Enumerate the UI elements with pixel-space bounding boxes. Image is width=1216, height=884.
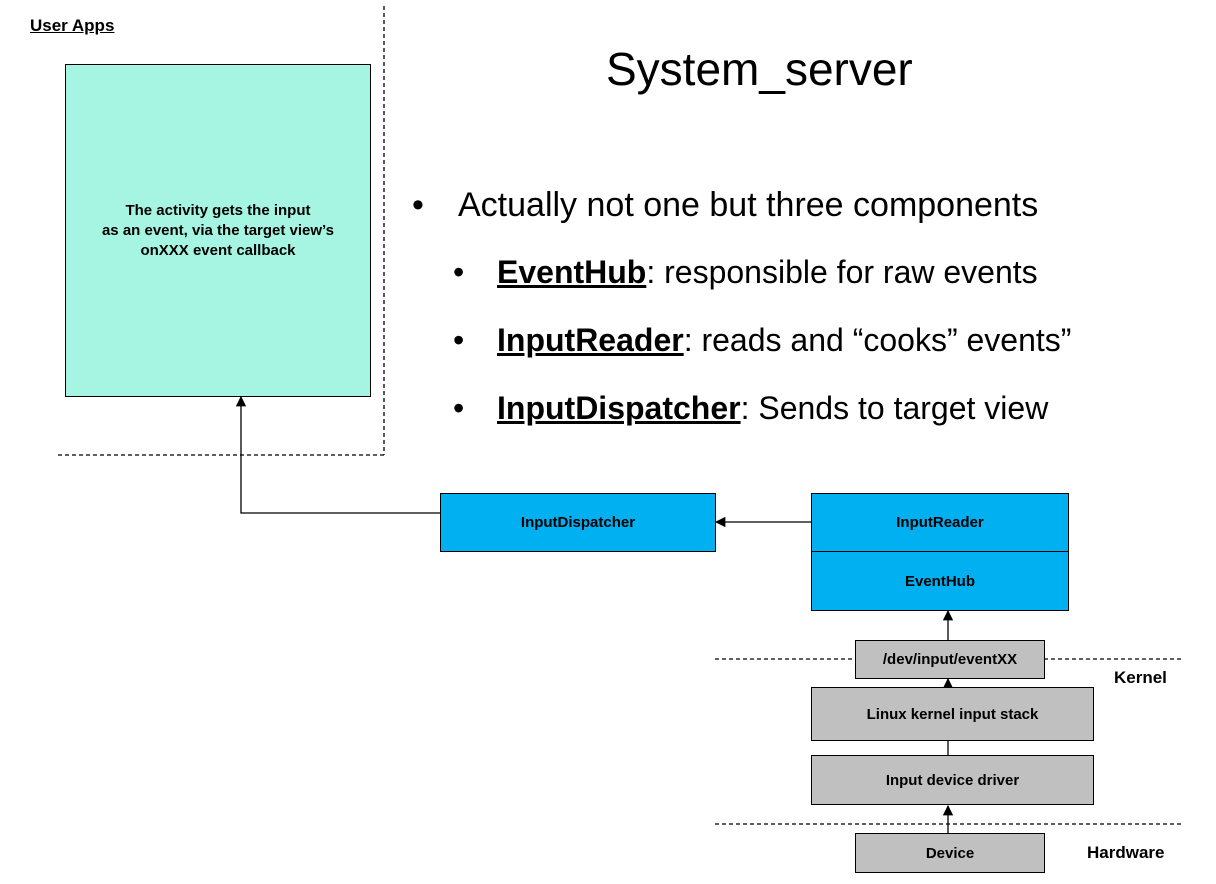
app-activity-box: The activity gets the input as an event,… (65, 64, 371, 397)
device-box: Device (855, 833, 1045, 873)
bullet-main: • (412, 186, 424, 225)
bullet-symbol-inputdispatcher: • (453, 390, 465, 426)
bullet-item-eventhub: EventHub: responsible for raw events (497, 254, 1038, 291)
bullet-desc: : reads and “cooks” events” (683, 322, 1072, 358)
input-dispatcher-box: InputDispatcher (440, 493, 716, 552)
kernel-layer-label: Kernel (1114, 668, 1167, 687)
bullet-item-inputdispatcher: InputDispatcher: Sends to target view (497, 390, 1048, 427)
bullet-symbol-eventhub: • (453, 254, 465, 290)
input-reader-box: InputReader (811, 493, 1069, 552)
bullet-symbol-inputreader: • (453, 322, 465, 358)
bullet-term: EventHub (497, 254, 647, 290)
bullet-desc: : Sends to target view (740, 390, 1049, 426)
event-hub-box: EventHub (811, 551, 1069, 611)
bullet-term: InputReader (497, 322, 684, 358)
page-title: System_server (606, 43, 913, 95)
bullet-symbol: • (412, 186, 424, 224)
arrow-dispatcher-to-app (235, 395, 440, 514)
user-apps-label: User Apps (30, 16, 115, 35)
bullet-item-inputreader: InputReader: reads and “cooks” events” (497, 322, 1071, 359)
bullet-desc: : responsible for raw events (646, 254, 1038, 290)
dev-input-box: /dev/input/eventXX (855, 640, 1045, 679)
input-device-driver-box: Input device driver (811, 755, 1094, 805)
bullet-main-text: Actually not one but three components (458, 186, 1039, 224)
bullet-term: InputDispatcher (497, 390, 741, 426)
linux-kernel-input-stack-box: Linux kernel input stack (811, 687, 1094, 741)
hardware-layer-label: Hardware (1087, 843, 1165, 862)
